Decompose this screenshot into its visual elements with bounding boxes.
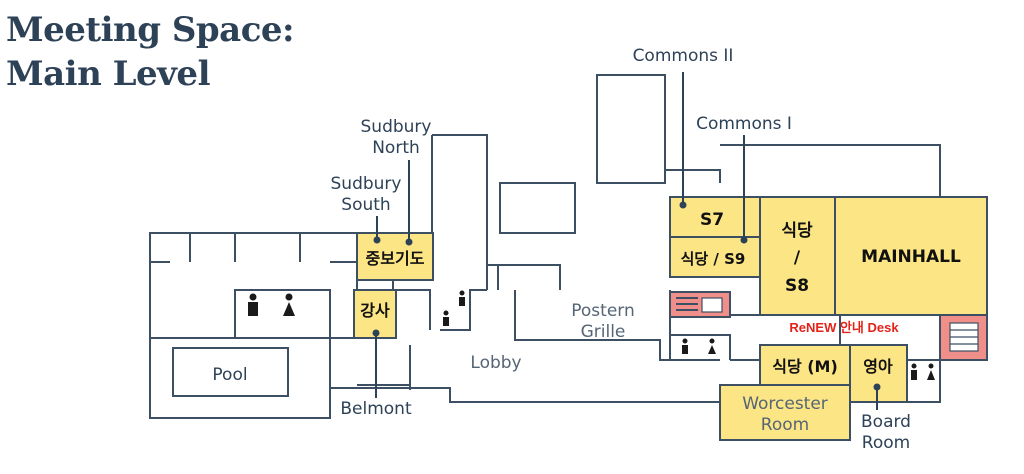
room-label-worcester-line2: Room — [761, 415, 809, 435]
label-commons-2: Commons II — [633, 46, 734, 66]
restroom-women-icon — [283, 293, 295, 316]
room-jungbo[interactable] — [356, 232, 434, 281]
room-s8[interactable] — [759, 196, 836, 316]
room-label-s7: S7 — [700, 210, 724, 230]
room-mainhall[interactable] — [834, 196, 988, 316]
pool-rect — [172, 347, 289, 397]
room-label-sikdang-m: 식당 (M) — [772, 357, 838, 376]
map-title-line1: Meeting Space: — [6, 10, 295, 50]
map-title: Meeting Space: Main Level — [6, 8, 295, 96]
label-board-line1: Board — [861, 412, 911, 432]
label-lobby: Lobby — [470, 353, 521, 373]
label-sudbury-south-line1: Sudbury — [331, 174, 402, 194]
label-renew-desk: ReNEW 안내 Desk — [789, 320, 899, 335]
label-pool: Pool — [212, 365, 247, 385]
room-label-jungbo: 중보기도 — [366, 249, 425, 268]
label-postern-line2: Grille — [581, 322, 626, 342]
restroom-men-icon — [248, 293, 258, 316]
room-label-gangsa: 강사 — [360, 301, 390, 320]
room-label-youngah: 영아 — [863, 357, 893, 376]
restroom-women-icon — [708, 338, 716, 354]
rooms — [353, 196, 988, 441]
room-label-s8-line3: S8 — [785, 276, 809, 296]
room-label-s9: 식당 / S9 — [681, 250, 746, 268]
label-sudbury-north-line1: Sudbury — [361, 117, 432, 137]
label-belmont: Belmont — [340, 399, 412, 419]
building-walls — [149, 74, 941, 441]
stairs-icon — [669, 291, 731, 318]
restroom-men-icon — [911, 363, 917, 380]
room-sikdang-m[interactable] — [759, 344, 851, 386]
label-sudbury-south-line2: South — [341, 195, 390, 215]
restroom-men-icon — [459, 290, 465, 306]
label-commons-1: Commons I — [696, 114, 792, 134]
room-label-mainhall: MAINHALL — [861, 247, 961, 267]
stairs-icon — [939, 314, 988, 361]
label-sudbury-north-line2: North — [372, 138, 420, 158]
map-title-line2: Main Level — [6, 54, 210, 94]
room-label-worcester-line1: Worcester — [742, 394, 828, 414]
leader-lines — [372, 72, 881, 410]
room-label-s8-line2: / — [794, 248, 801, 268]
room-worcester[interactable] — [719, 384, 851, 441]
label-postern-line1: Postern — [571, 301, 635, 321]
room-youngah[interactable] — [849, 344, 908, 403]
restroom-women-icon — [927, 363, 935, 380]
label-board-line2: Room — [862, 433, 910, 453]
restroom-men-icon — [682, 338, 688, 354]
room-label-s8-line1: 식당 — [781, 221, 813, 241]
restroom-men-icon — [443, 310, 449, 326]
